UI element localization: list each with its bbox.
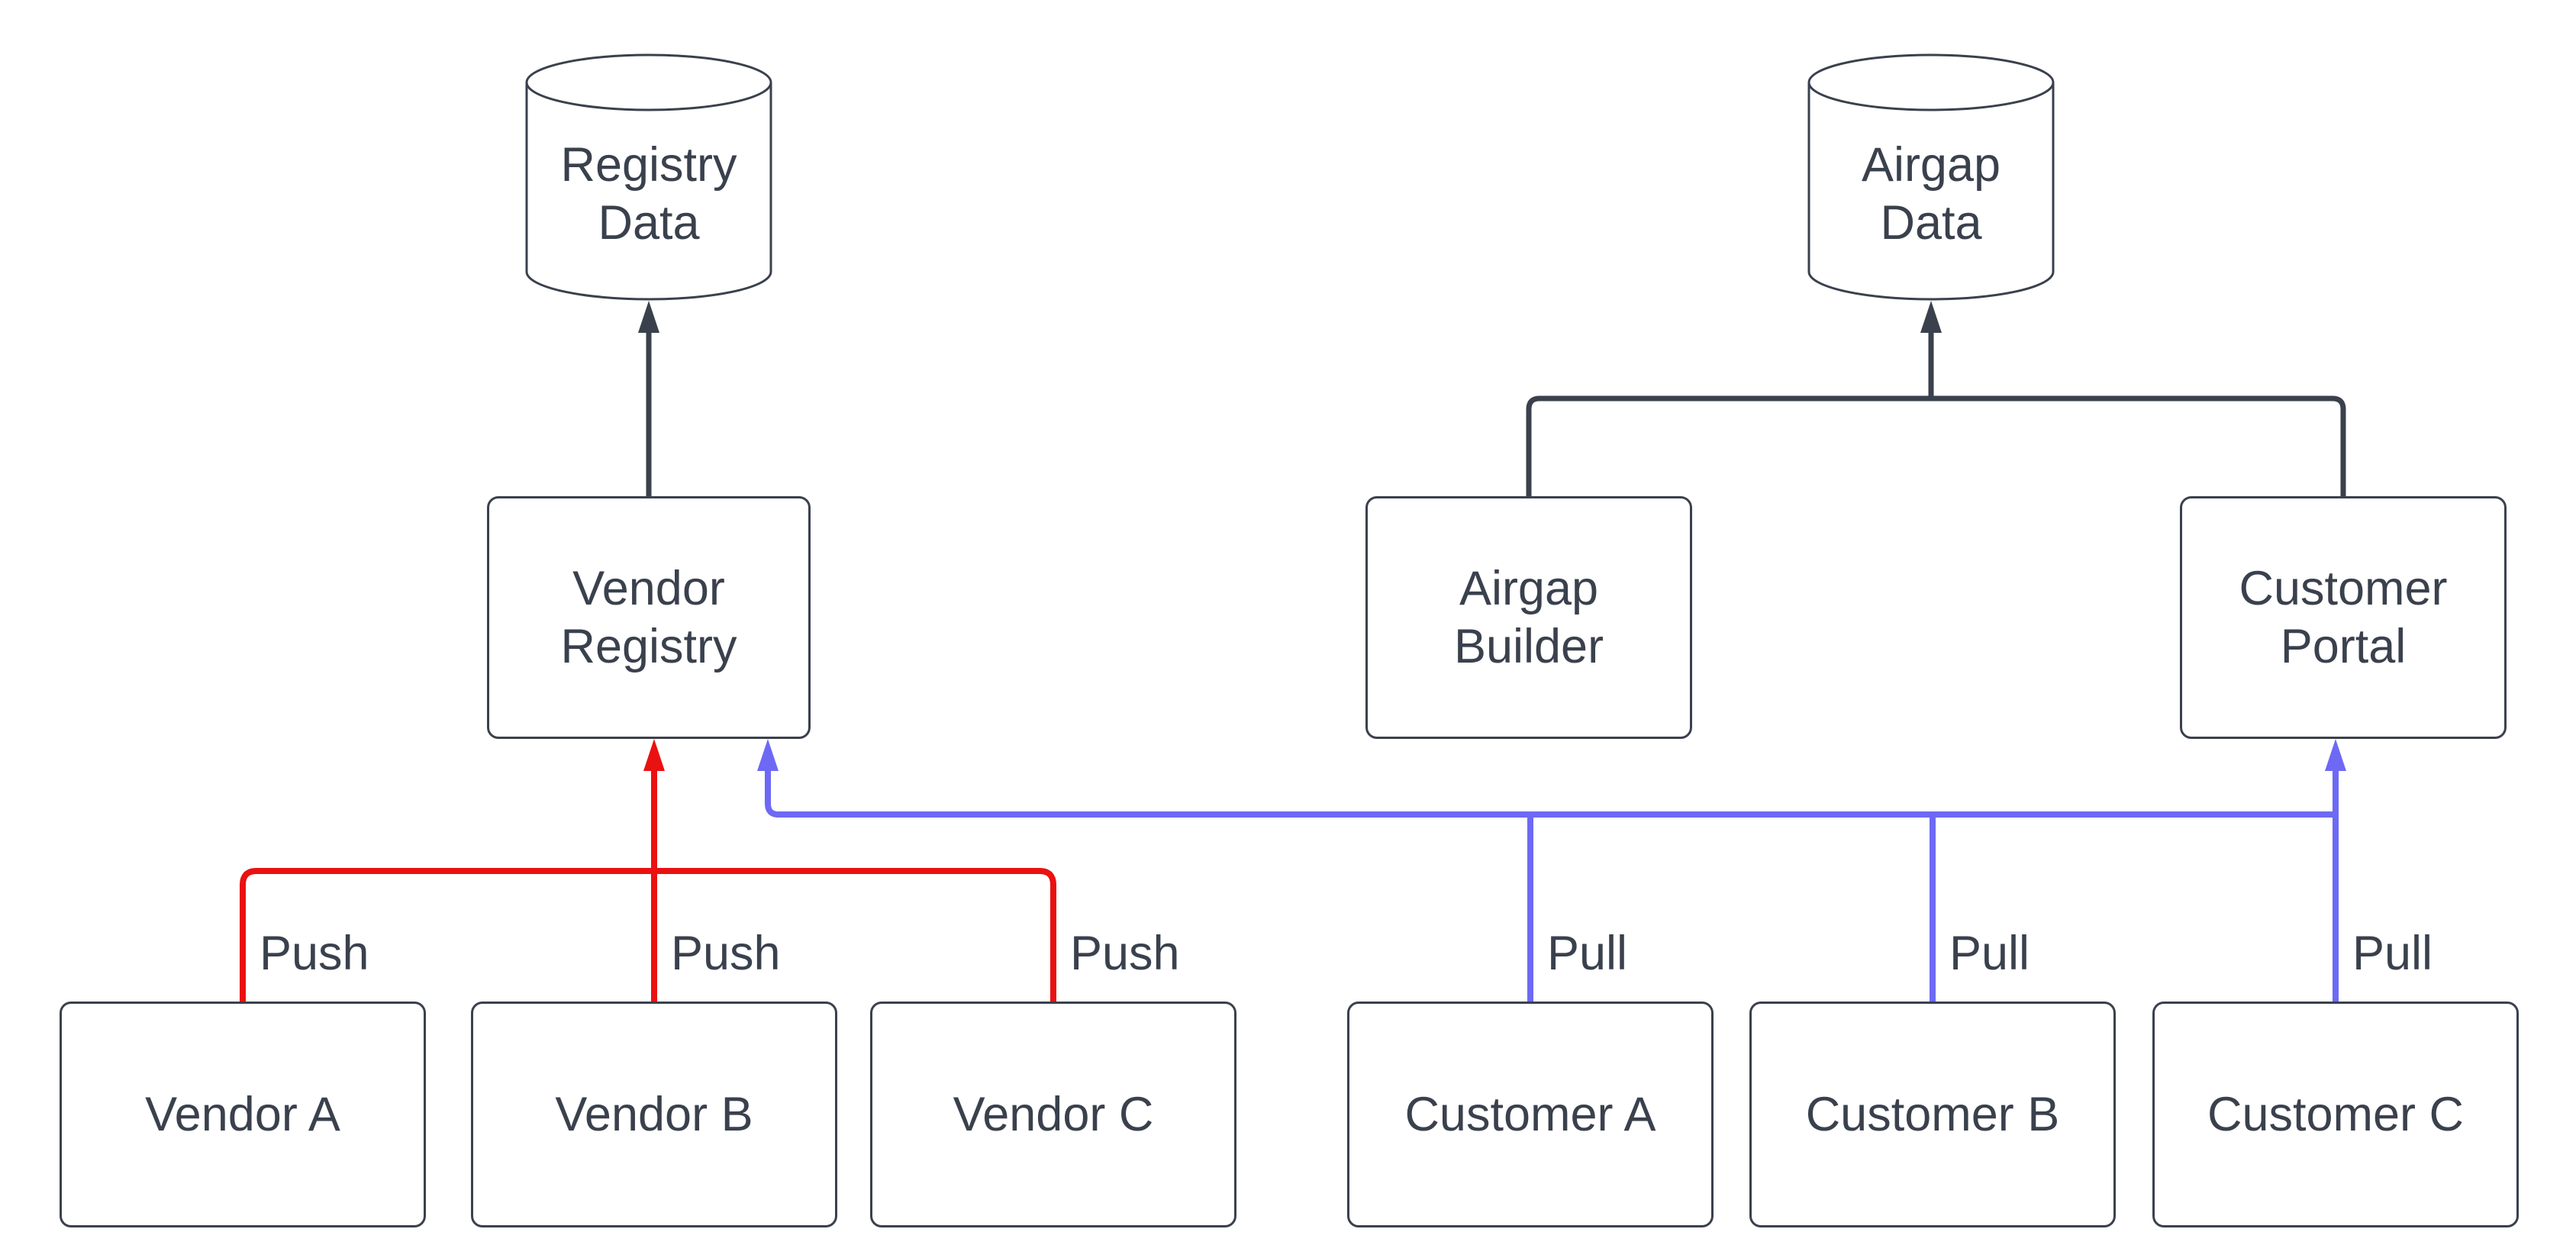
label-line: Vendor A	[145, 1087, 340, 1141]
edge-line	[1526, 395, 2346, 496]
cylinder-body	[1807, 82, 2055, 301]
edge-builder-and-portal-to-airgap-data	[1526, 301, 2346, 496]
node-vendor-registry: Vendor Registry	[487, 496, 811, 739]
label-line: Portal	[2280, 620, 2407, 673]
edge-label-push: Push	[1070, 927, 1180, 980]
datastore-airgap-data	[1807, 53, 2055, 301]
label-line: Registry	[560, 620, 737, 673]
label-line: Data	[598, 196, 700, 250]
edge-vendor-registry-to-registry-data	[638, 301, 659, 496]
arrowhead-up-icon	[638, 301, 659, 333]
edge-line	[240, 868, 1056, 1002]
label-line: Data	[1880, 196, 1982, 250]
edges-push-vendors-to-vendor-registry	[240, 739, 1056, 1002]
edge-label-pull: Pull	[1547, 927, 1628, 980]
node-vendor-a: Vendor A	[60, 1002, 426, 1227]
node-airgap-builder: Airgap Builder	[1365, 496, 1692, 739]
node-vendor-c: Vendor C	[870, 1002, 1236, 1227]
label-line: Vendor C	[953, 1087, 1154, 1141]
node-customer-c: Customer C	[2152, 1002, 2519, 1227]
label-line: Builder	[1453, 620, 1604, 673]
node-vendor-b: Vendor B	[471, 1002, 837, 1227]
node-customer-b: Customer B	[1749, 1002, 2116, 1227]
label-line: Customer A	[1404, 1087, 1656, 1141]
edges-pull-customers-to-registry-and-portal	[757, 739, 2346, 1002]
cylinder-top	[525, 53, 772, 111]
edge-label-pull: Pull	[2352, 927, 2433, 980]
arrowhead-up-icon	[2325, 739, 2346, 771]
datastore-registry-data	[525, 53, 772, 301]
cylinder-body	[525, 82, 772, 301]
label-line: Vendor	[572, 561, 725, 615]
label-line: Customer B	[1805, 1087, 2060, 1141]
edge-line	[765, 769, 2336, 818]
label-line: Customer C	[2207, 1087, 2465, 1141]
node-customer-a: Customer A	[1347, 1002, 1714, 1227]
datastore-label-registry-data: Registry Data	[527, 89, 771, 299]
edge-label-push: Push	[671, 927, 781, 980]
edge-label-push: Push	[260, 927, 369, 980]
label-line: Customer	[2239, 561, 2448, 615]
arrowhead-up-icon	[643, 739, 665, 771]
cylinder-top	[1807, 53, 2055, 111]
label-line: Registry	[560, 137, 737, 192]
label-line: Vendor B	[555, 1087, 753, 1141]
datastore-label-airgap-data: Airgap Data	[1809, 89, 2053, 299]
label-line: Airgap	[1861, 137, 2001, 192]
edge-label-pull: Pull	[1949, 927, 2030, 980]
node-customer-portal: Customer Portal	[2180, 496, 2507, 739]
arrowhead-up-icon	[757, 739, 779, 771]
arrowhead-up-icon	[1920, 301, 1942, 333]
label-line: Airgap	[1459, 561, 1599, 615]
